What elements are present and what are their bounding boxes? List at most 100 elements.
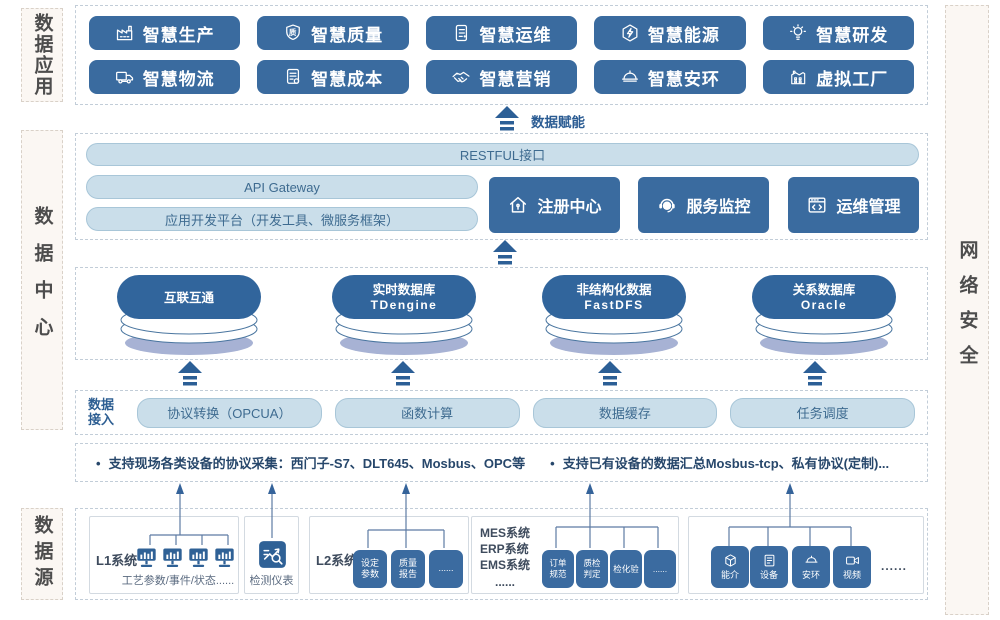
database-cylinder-icon [752, 275, 896, 355]
ops-management-button[interactable]: 运维管理 [788, 177, 919, 233]
l1-caption: 工艺参数/事件/状态...... [121, 575, 235, 587]
helmet-icon [621, 70, 638, 82]
app-smart-marketing[interactable]: 智慧营销 [425, 60, 578, 94]
l2-system-box[interactable]: L2系统 设定参数 质量报告 ...... [309, 516, 469, 594]
device-icon [764, 554, 774, 567]
tile-video[interactable]: 视频 [833, 546, 871, 588]
arrow-up-empower [495, 106, 519, 131]
virtual-factory-icon [791, 70, 806, 85]
data-cache-pill[interactable]: 数据缓存 [532, 397, 718, 428]
monitor-chart-icon [137, 548, 156, 567]
arrow-up-access-4 [803, 361, 827, 386]
tile-equipment[interactable]: 设备 [750, 546, 788, 588]
service-label: 运维管理 [836, 199, 901, 216]
tile-more[interactable]: ...... [644, 550, 676, 588]
app-virtual-factory[interactable]: 虚拟工厂 [762, 60, 914, 94]
app-smart-energy[interactable]: 智慧能源 [594, 16, 746, 50]
app-label: 智慧质量 [311, 25, 384, 45]
camera-icon [845, 556, 859, 565]
cube-icon [724, 554, 736, 567]
tile-order-spec[interactable]: 订单规范 [542, 550, 574, 588]
tile-quality-report[interactable]: 质量报告 [391, 550, 425, 588]
inspection-caption: 检测仪表 [249, 575, 294, 587]
monitor-icons [136, 546, 235, 572]
service-label: 服务监控 [686, 199, 751, 216]
app-label: 智慧营销 [479, 69, 552, 89]
tile-safety-env[interactable]: 安环 [792, 546, 830, 588]
inspection-instrument-box[interactable]: 检测仪表 [244, 516, 299, 594]
arrow-up-access-3 [598, 361, 622, 386]
dev-platform-pill[interactable]: 应用开发平台（开发工具、微服务框架） [86, 207, 478, 231]
tile-qc-judge[interactable]: 质检判定 [576, 550, 608, 588]
ops-doc-icon [456, 24, 468, 42]
protocol-conversion-pill[interactable]: 协议转换（OPCUA） [137, 397, 322, 428]
app-label: 智慧安环 [647, 69, 720, 89]
tile-energy-media[interactable]: 能介 [711, 546, 749, 588]
tile-more[interactable]: ...... [429, 550, 463, 588]
app-smart-safety[interactable]: 智慧安环 [594, 60, 746, 94]
platform-sources-box[interactable]: 能介 设备 安环 视频 ...... [688, 516, 924, 594]
app-label: 智慧成本 [311, 69, 384, 89]
app-smart-production[interactable]: 智慧生产 [89, 16, 241, 50]
layer-label-data-center: 数据中心 [21, 130, 63, 430]
arrow-up-access-1 [178, 361, 202, 386]
app-label: 智慧物流 [142, 69, 215, 89]
tile-lab-test[interactable]: 检化验 [610, 550, 642, 588]
data-access-panel: 数据接入 协议转换（OPCUA） 函数计算 数据缓存 任务调度 [75, 390, 928, 435]
data-source-panel: L1系统 工艺参数/事件/状态...... 检测仪表 L2系统 设定参数 质量报… [75, 508, 928, 600]
cost-receipt-icon [287, 68, 300, 84]
home-icon [510, 196, 527, 213]
handshake-icon [452, 71, 471, 83]
energy-bolt-icon [622, 24, 638, 42]
app-smart-logistics[interactable]: 智慧物流 [89, 60, 241, 94]
empower-label: 数据赋能 [531, 115, 585, 130]
app-label: 智慧生产 [142, 25, 215, 45]
protocol-notes-panel: •支持现场各类设备的协议采集：西门子-S7、DLT645、Mosbus、OPC等… [75, 443, 928, 482]
service-monitor-button[interactable]: 服务监控 [638, 177, 769, 233]
database-cylinder-icon [332, 275, 476, 355]
database-cylinder-icon [117, 275, 261, 355]
monitor-chart-icon [215, 548, 234, 567]
task-schedule-pill[interactable]: 任务调度 [730, 397, 915, 428]
service-label: 注册中心 [537, 199, 602, 216]
l1-system-box[interactable]: L1系统 工艺参数/事件/状态...... [89, 516, 239, 594]
data-access-label: 数据接入 [88, 396, 115, 427]
arrow-up-db-to-platform [493, 240, 517, 265]
tile-set-params[interactable]: 设定参数 [353, 550, 387, 588]
layer-label-network-security: 网络安全 [945, 5, 989, 615]
l2-system-label: L2系统 [316, 553, 358, 568]
layer-label-data-apps: 数据应用 [21, 8, 63, 102]
code-window-icon [809, 197, 826, 213]
api-gateway-pill[interactable]: API Gateway [86, 175, 478, 199]
l1-system-label: L1系统 [96, 553, 138, 568]
note-protocol-collect: •支持现场各类设备的协议采集：西门子-S7、DLT645、Mosbus、OPC等 [96, 456, 526, 471]
app-smart-cost[interactable]: 智慧成本 [257, 60, 409, 94]
restful-api-pill[interactable]: RESTFUL接口 [86, 143, 919, 166]
truck-icon [115, 71, 133, 84]
more-dots: ...... [881, 559, 908, 573]
monitor-chart-icon [163, 548, 182, 567]
registry-center-button[interactable]: 注册中心 [489, 177, 620, 233]
app-smart-quality[interactable]: 质 智慧质量 [257, 16, 409, 50]
database-cylinder-icon [542, 275, 686, 355]
inspection-chart-icon [259, 541, 286, 568]
db-interconnect[interactable]: 互联互通 [111, 273, 267, 358]
helmet-icon [805, 555, 817, 563]
arrow-up-access-2 [391, 361, 415, 386]
app-smart-ops[interactable]: 智慧运维 [425, 16, 578, 50]
function-compute-pill[interactable]: 函数计算 [334, 397, 520, 428]
note-data-aggregate: •支持已有设备的数据汇总Mosbus-tcp、私有协议(定制)... [550, 456, 890, 471]
bullet-icon: • [550, 456, 555, 471]
app-smart-rnd[interactable]: 智慧研发 [762, 16, 914, 50]
headset-icon [659, 198, 676, 213]
quality-shield-icon: 质 [286, 24, 300, 41]
